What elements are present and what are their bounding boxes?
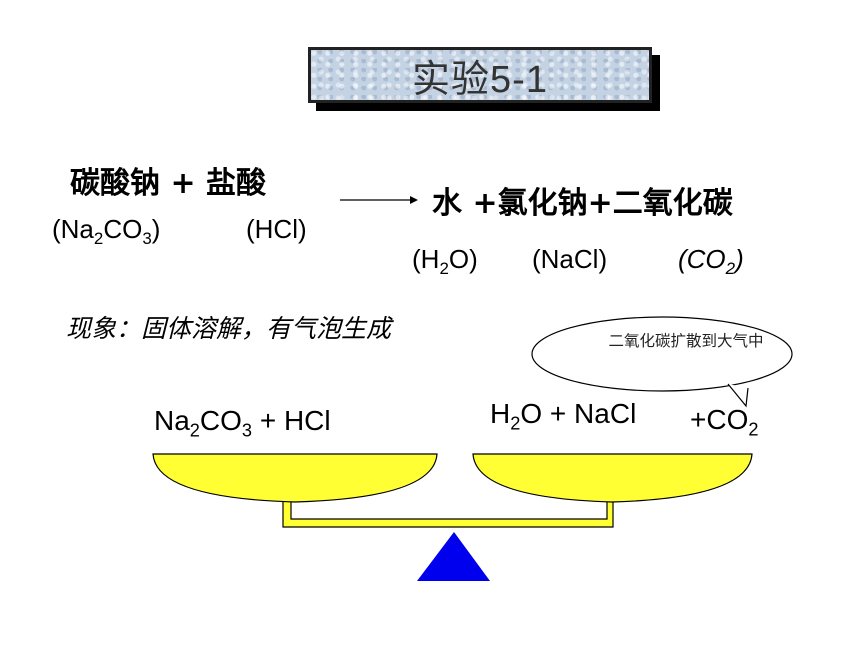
left-pan — [152, 453, 438, 503]
observation-text: 现象：固体溶解，有气泡生成 — [66, 314, 392, 343]
products-chinese: 水 +氯化钠+二氧化碳 — [432, 186, 733, 221]
title-box: 实验5-1 — [308, 47, 652, 103]
balance-scale — [152, 453, 753, 581]
fulcrum — [417, 532, 490, 581]
right-pan-label: H2O + NaCl — [490, 398, 637, 434]
reactants-chinese: 碳酸钠 + 盐酸 — [70, 166, 267, 201]
reaction-arrow — [340, 196, 418, 204]
page-title: 实验5-1 — [412, 58, 548, 101]
right-pan — [472, 453, 753, 503]
reactant2-formula: (HCl) — [246, 214, 307, 244]
left-pan-label: Na2CO3 + HCl — [154, 405, 331, 441]
product2-formula: (NaCl) — [532, 244, 608, 274]
right-pan-co2-label: +CO2 — [690, 404, 759, 440]
callout-text: 二氧化碳扩散到大气中 — [608, 332, 764, 350]
product1-formula: (H2O) — [412, 244, 478, 279]
callout-bubble — [531, 316, 793, 408]
product3-formula: (CO2) — [678, 244, 744, 279]
reactant1-formula: (Na2CO3) — [52, 214, 161, 249]
